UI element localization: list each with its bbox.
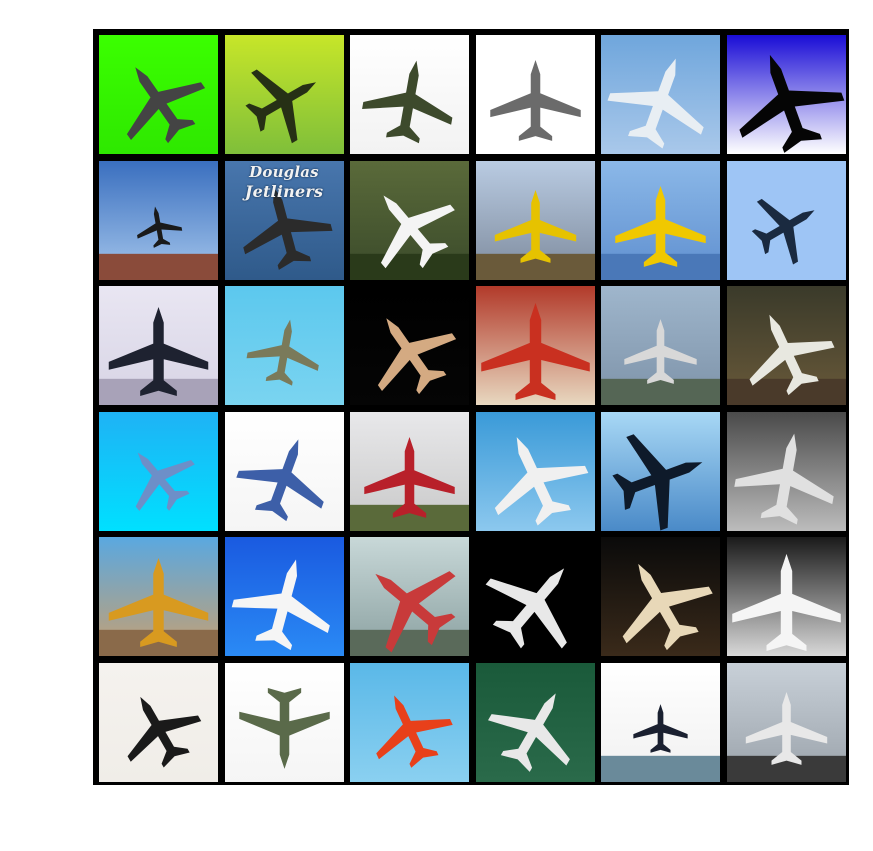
airplane-icon	[364, 436, 455, 518]
airplane-icon	[494, 189, 576, 263]
grid-tile	[601, 662, 720, 782]
airplane-icon	[749, 314, 835, 396]
airplane-icon	[612, 433, 703, 530]
airplane-icon	[246, 319, 319, 386]
grid-tile	[475, 286, 595, 405]
grid-tile	[601, 35, 720, 154]
grid-tile	[224, 662, 344, 782]
grid-tile	[475, 35, 595, 154]
grid-tile	[224, 35, 344, 154]
grid-tile	[726, 160, 846, 280]
grid-tile	[99, 537, 218, 656]
airplane-icon	[607, 58, 704, 149]
airplane-icon	[231, 559, 330, 651]
grid-tile	[224, 537, 344, 656]
airplane-icon	[745, 691, 827, 765]
grid-tile	[350, 35, 469, 154]
airplane-icon	[380, 194, 455, 268]
grid-tile	[350, 160, 469, 280]
grid-tile	[350, 537, 469, 656]
poster-text-line-1: Douglas	[249, 162, 319, 181]
grid-tile	[224, 411, 344, 531]
grid-tile	[350, 662, 469, 782]
airplane-icon	[615, 185, 706, 267]
airplane-icon	[480, 302, 590, 401]
airplane-icon	[126, 67, 206, 144]
grid-tile	[475, 537, 595, 656]
grid-tile	[726, 662, 846, 782]
grid-tile	[99, 35, 218, 154]
airplane-icon	[494, 436, 588, 526]
airplane-icon	[375, 571, 456, 653]
grid-tile	[601, 286, 720, 405]
airplane-icon	[377, 318, 457, 395]
grid-tile	[224, 286, 344, 405]
airplane-icon	[487, 692, 570, 772]
airplane-icon	[244, 69, 316, 144]
poster-text-line-2: Jetliners	[244, 181, 324, 201]
airplane-icon	[485, 568, 567, 649]
airplane-icon	[738, 54, 844, 153]
airplane-icon	[127, 696, 202, 767]
grid-tile	[475, 160, 595, 280]
airplane-icon	[108, 306, 209, 396]
airplane-icon	[238, 687, 330, 769]
grid-tile	[726, 286, 846, 405]
grid-tile	[601, 160, 720, 280]
airplane-icon	[489, 59, 581, 141]
airplane-icon	[242, 186, 332, 270]
grid-tile	[726, 411, 846, 531]
grid-tile	[99, 160, 218, 280]
airplane-icon	[137, 206, 183, 248]
airplane-icon	[362, 60, 453, 144]
grid-tile	[601, 411, 720, 531]
airplane-icon	[622, 563, 713, 651]
grid-tile	[726, 35, 846, 154]
airplane-icon	[108, 557, 209, 647]
grid-tile	[475, 411, 595, 531]
grid-tile	[99, 286, 218, 405]
grid-tile	[726, 537, 846, 656]
grid-tile	[99, 411, 218, 531]
airplane-icon	[135, 452, 195, 511]
airplane-icon	[633, 703, 688, 753]
airplane-icon	[731, 553, 841, 652]
airplane-icon	[624, 319, 697, 384]
grid-tile	[350, 286, 469, 405]
grid-tile	[475, 662, 595, 782]
grid-tile	[350, 411, 469, 531]
airplane-icon	[235, 438, 324, 521]
grid-tile	[99, 662, 218, 782]
airplane-icon	[751, 198, 815, 264]
airplane-icon	[376, 694, 453, 768]
grid-tile	[601, 537, 720, 656]
airplane-icon	[733, 433, 834, 524]
